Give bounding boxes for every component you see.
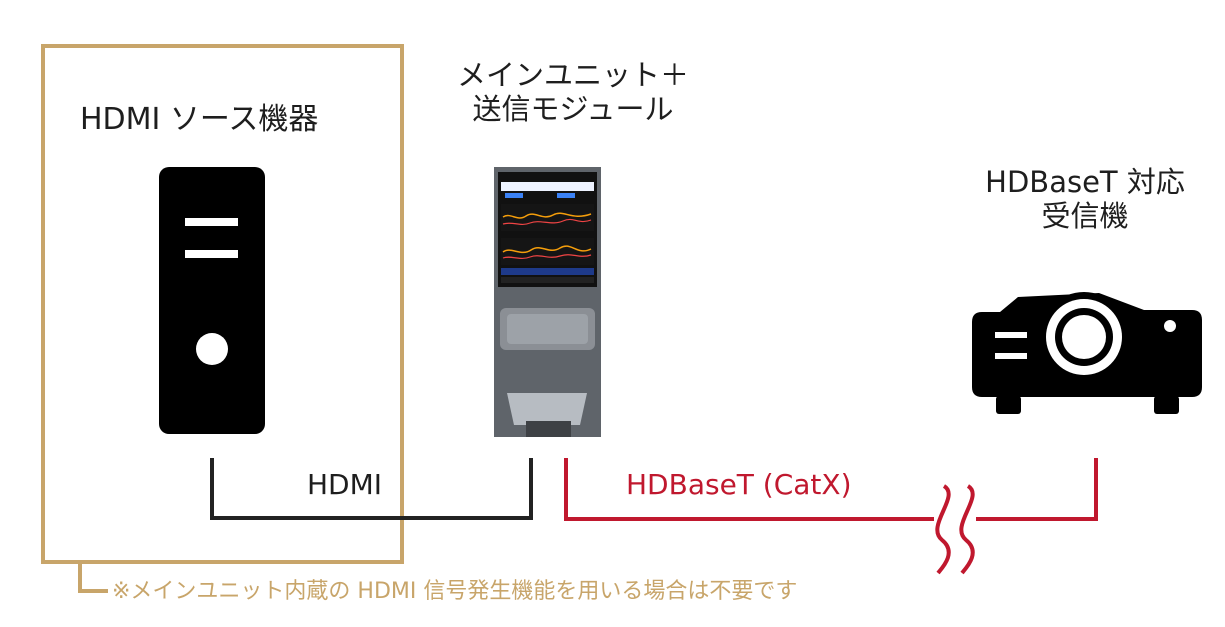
- screen-graph-bottom-line: [502, 245, 592, 254]
- receiver-port-cover: [507, 393, 587, 425]
- footnote-connector-line: [78, 563, 108, 593]
- screen-footer-bar: [501, 277, 594, 283]
- main-unit-base-connector: [526, 421, 571, 437]
- projector-vent-top: [995, 332, 1027, 338]
- main-unit-title: メインユニット＋ 送信モジュール: [423, 58, 723, 126]
- tower-pc-power-button: [196, 333, 228, 365]
- hdbaset-cable-break-right: [959, 484, 975, 575]
- screen-graph-top-line: [502, 212, 592, 219]
- main-unit-title-line2: 送信モジュール: [472, 92, 674, 127]
- hdbaset-cable-line-right: [976, 458, 1098, 521]
- source-device-title: HDMI ソース機器: [80, 102, 319, 137]
- receiver-title-line2: 受信機: [1041, 199, 1129, 234]
- projector-icon: [972, 292, 1202, 414]
- screen-tab-right: [557, 193, 575, 198]
- projector-foot-left: [996, 396, 1021, 414]
- receiver-title: HDBaseT 対応 受信機: [960, 165, 1210, 233]
- hdbaset-cable-line-left: [564, 458, 934, 521]
- hdmi-cable-label: HDMI: [307, 468, 383, 501]
- source-boundary-box: [41, 44, 404, 564]
- projector-foot-right: [1154, 396, 1179, 414]
- tower-pc-slot-top: [185, 218, 238, 226]
- tower-pc-icon: [159, 167, 265, 434]
- main-unit-title-line1: メインユニット＋: [456, 58, 689, 92]
- hdbaset-cable-label: HDBaseT (CatX): [626, 468, 852, 501]
- projector-vent-bottom: [995, 353, 1027, 359]
- screen-status-bar: [501, 268, 594, 275]
- screen-tab-left: [505, 193, 523, 198]
- hdbaset-cable-break-left: [935, 484, 951, 575]
- main-unit-device: [494, 167, 601, 437]
- footnote-text: ※メインユニット内蔵の HDMI 信号発生機能を用いる場合は不要です: [112, 579, 798, 604]
- screen-graph-top-line-secondary: [502, 218, 592, 226]
- screen-header-bar: [501, 182, 594, 191]
- screen-graph-bottom-line-secondary: [502, 254, 592, 260]
- hdmi-cable-line: [210, 458, 533, 520]
- receiver-title-line1: HDBaseT 対応: [985, 165, 1185, 199]
- tower-pc-slot-bottom: [185, 250, 238, 258]
- transmitter-module-label-area: [507, 314, 588, 344]
- projector-lens-inner: [1062, 315, 1106, 359]
- tower-pc-body: [159, 167, 265, 434]
- projector-indicator-light: [1164, 320, 1176, 332]
